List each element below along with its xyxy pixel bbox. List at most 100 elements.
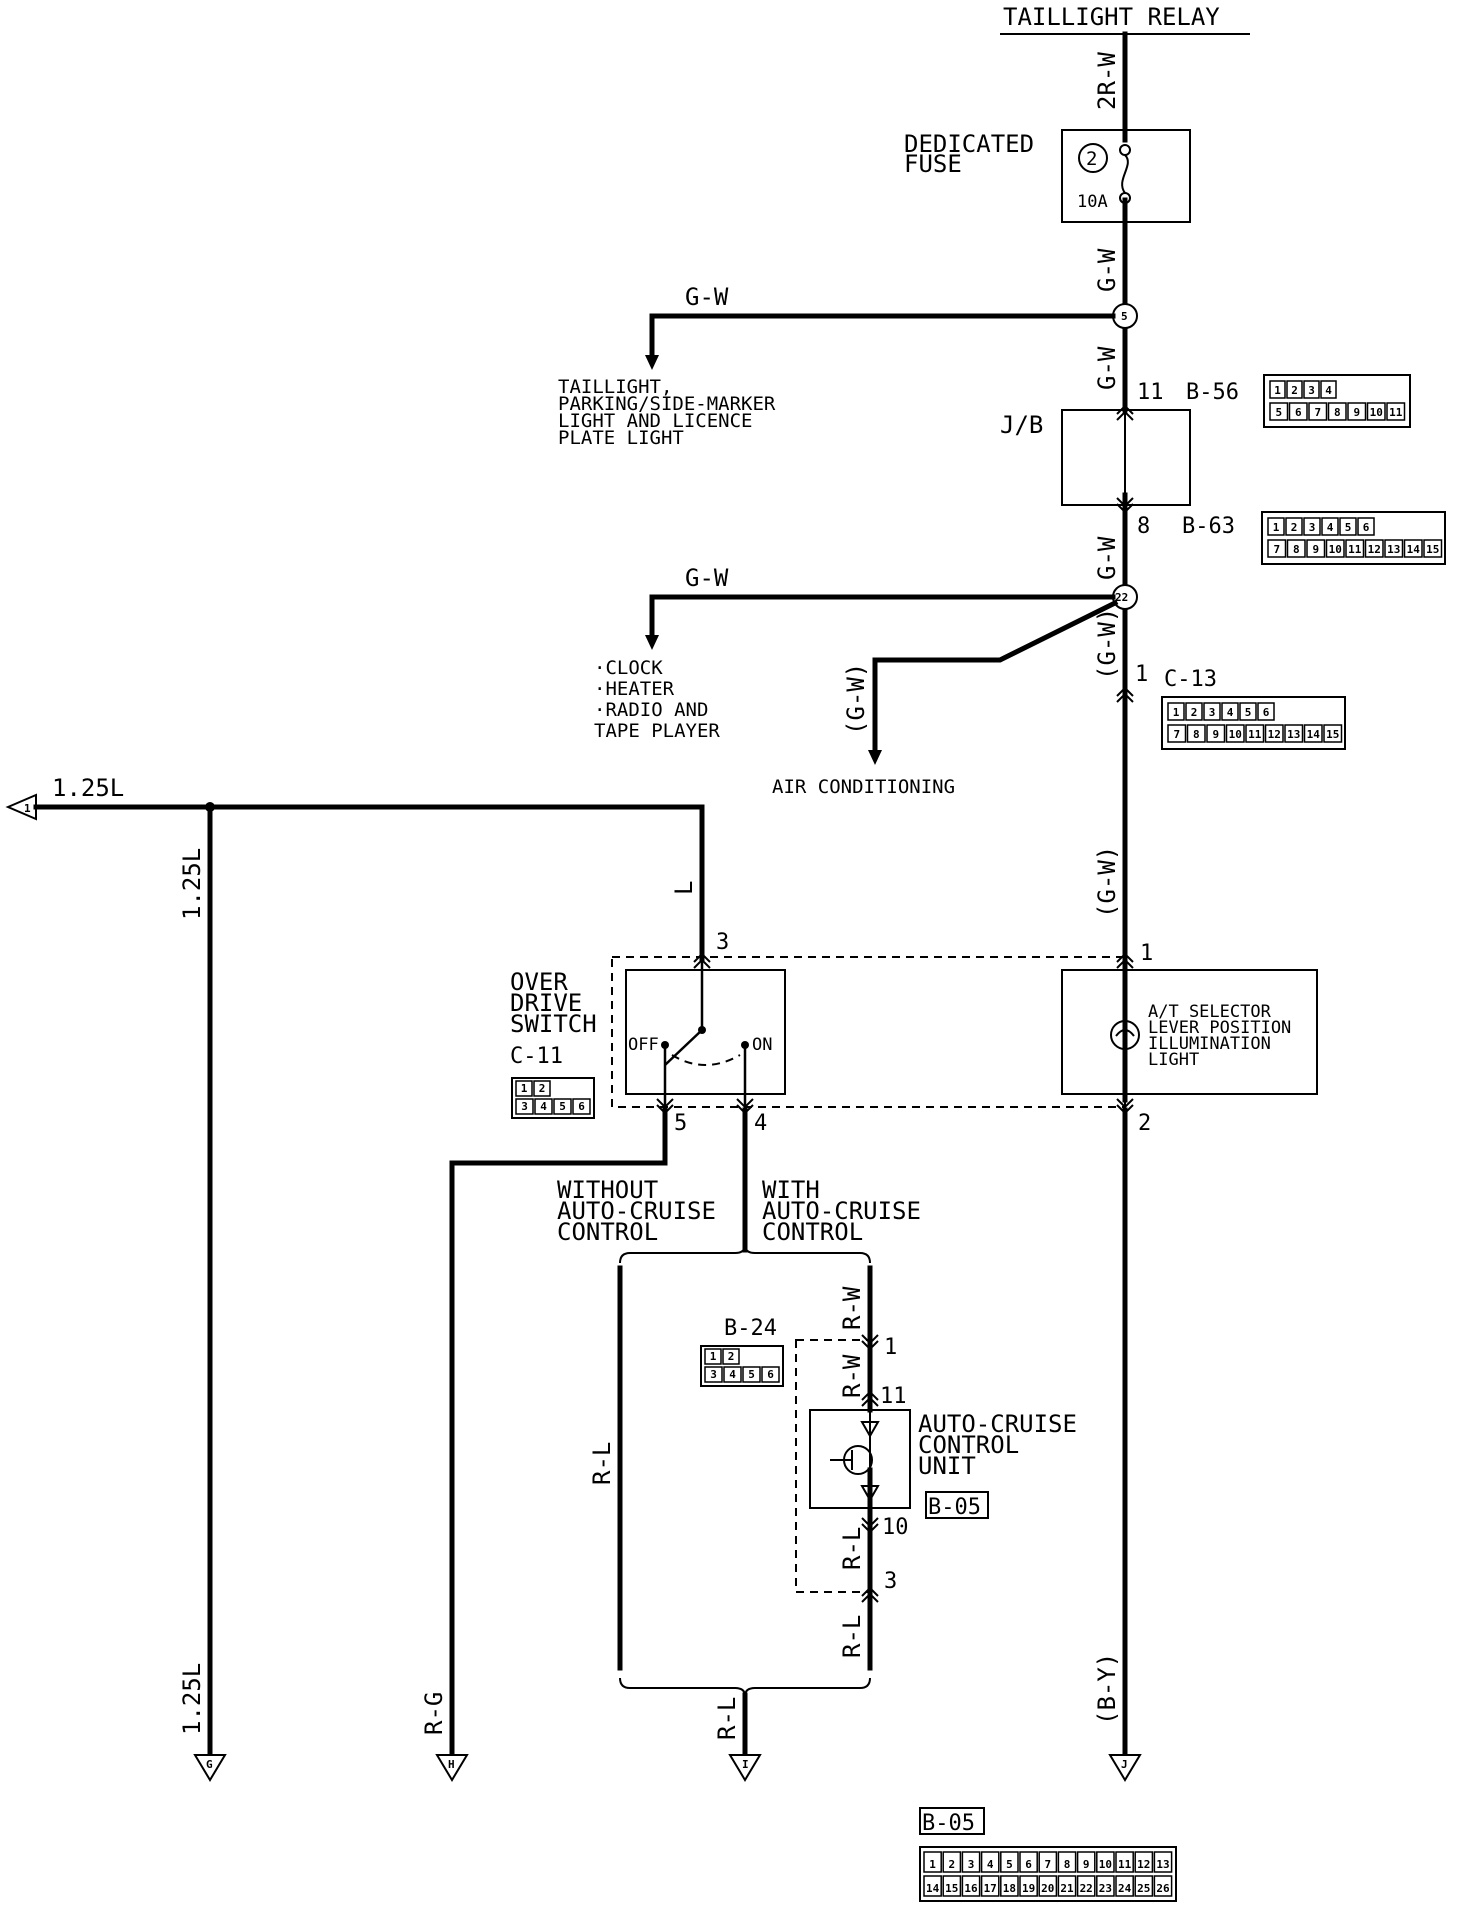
selector-label-4: LIGHT — [1148, 1050, 1199, 1070]
connector-b05-pin-label: 23 — [1099, 1882, 1112, 1895]
wire-label-r-w-2: R-W — [838, 1354, 866, 1398]
wire-label-aircon: (G-W) — [842, 663, 870, 735]
connector-b56-cell — [1366, 402, 1386, 421]
connector-b05-pin-label: 22 — [1080, 1882, 1093, 1895]
load-taillight-3: LIGHT AND LICENCE — [558, 410, 752, 432]
connector-b05-cell — [1057, 1875, 1077, 1897]
switch-on-label: ON — [752, 1035, 772, 1055]
wire-label-selector-in: (G-W) — [1093, 846, 1121, 918]
connector-b56-cell — [1303, 380, 1320, 399]
connector-b63-cell — [1403, 539, 1423, 558]
acc-label-1: AUTO-CRUISE — [918, 1410, 1077, 1438]
connector-b56-pin-label: 8 — [1334, 406, 1341, 419]
wire-label-to-i: R-L — [713, 1697, 741, 1740]
switch-pin-4: 4 — [754, 1111, 767, 1136]
option-bracket-top — [619, 1244, 871, 1264]
connector-b05-cell — [1115, 1875, 1134, 1897]
connector-b05-pin-label: 9 — [1083, 1858, 1090, 1871]
connector-c11-pin-label: 5 — [559, 1100, 566, 1113]
connector-b05-pin-label: 26 — [1156, 1882, 1170, 1895]
connector-c11-cell — [515, 1098, 534, 1115]
load-clock-1: ·CLOCK — [594, 657, 663, 679]
connector-b24-pin-label: 3 — [710, 1368, 717, 1381]
connector-b05-cell — [1038, 1875, 1058, 1897]
connector-b05-cell — [1096, 1851, 1115, 1873]
load-clock-3: ·RADIO AND — [594, 699, 708, 721]
connector-b63-cell — [1357, 517, 1375, 536]
connector-c11-cell — [515, 1080, 533, 1097]
selector-label-2: LEVER POSITION — [1148, 1018, 1291, 1038]
pin-mark-acc-10 — [861, 1517, 879, 1534]
b63-pin: 8 — [1137, 514, 1150, 539]
c13-pin: 1 — [1135, 662, 1148, 687]
wire-r-g — [449, 1107, 668, 1758]
acc-input-arrow — [860, 1421, 880, 1439]
connector-b05-pin-label: 13 — [1156, 1858, 1169, 1871]
variant-without-1: WITHOUT — [557, 1176, 658, 1204]
connector-b63-pin-label: 2 — [1291, 521, 1298, 534]
dashed-group-switch-selector — [611, 956, 1126, 1108]
connector-c11-cell — [572, 1098, 591, 1115]
connector-b56-cell — [1269, 402, 1289, 421]
connector-b63-cell — [1364, 539, 1384, 558]
connector-b05-pin-label: 11 — [1118, 1858, 1132, 1871]
connector-b56-pin-label: 4 — [1325, 384, 1332, 397]
pin-mark-b56 — [1116, 404, 1134, 421]
wire-1-25l-top — [33, 804, 705, 963]
connector-b56-cell — [1308, 402, 1328, 421]
connector-b24-cell — [723, 1366, 742, 1383]
connector-b56-cell — [1286, 380, 1303, 399]
connector-b63-pin-label: 9 — [1312, 543, 1319, 556]
connector-b05-cell — [980, 1851, 1000, 1873]
connector-c11-cell — [533, 1080, 551, 1097]
load-taillight-2: PARKING/SIDE-MARKER — [558, 393, 776, 415]
connector-c13-cell — [1206, 724, 1226, 743]
overdrive-switch-box — [625, 969, 786, 1095]
connector-b05-cell — [923, 1875, 942, 1897]
connector-b63-pin-label: 4 — [1327, 521, 1334, 534]
switch-pin-3: 3 — [716, 930, 729, 955]
connector-c13-pin-label: 2 — [1191, 706, 1198, 719]
connector-b05-pin-label: 16 — [964, 1882, 978, 1895]
connector-b24-pin-label: 4 — [729, 1368, 736, 1381]
connector-b63-cell — [1423, 539, 1443, 558]
terminal-g: G — [193, 1754, 227, 1782]
connector-c13-cell — [1245, 724, 1265, 743]
connector-b05-pin-label: 18 — [1003, 1882, 1016, 1895]
connector-b63-pin-label: 15 — [1426, 543, 1439, 556]
connector-b24-cell — [742, 1366, 761, 1383]
connector-b05-cell — [1096, 1875, 1115, 1897]
acc-label-3: UNIT — [918, 1452, 976, 1480]
connector-b63-pin-label: 12 — [1368, 543, 1381, 556]
connector-c13-cell — [1221, 702, 1239, 721]
connector-c13-cell — [1257, 702, 1275, 721]
connector-b56-cell — [1320, 380, 1337, 399]
pin-mark-c13 — [1116, 686, 1134, 703]
b24-code: B-24 — [724, 1316, 777, 1341]
connector-b05-cell — [942, 1851, 962, 1873]
wire-label-r-w-1: R-W — [838, 1286, 866, 1330]
variant-with-3: CONTROL — [762, 1218, 863, 1246]
connector-b05-cell — [961, 1851, 981, 1873]
fuse-contact-top — [1119, 144, 1131, 156]
connector-b56-pin-label: 1 — [1274, 384, 1281, 397]
wire-aircon-branch — [872, 599, 1119, 753]
connector-c13-pin-label: 4 — [1227, 706, 1234, 719]
connector-b24-pin-label: 1 — [710, 1350, 717, 1363]
pin-mark-b63 — [1116, 497, 1134, 514]
svg-text:J: J — [1121, 1758, 1128, 1771]
connector-c13-pin-label: 14 — [1307, 728, 1321, 741]
switch-label-3: SWITCH — [510, 1010, 597, 1038]
connector-b63-pin-label: 11 — [1348, 543, 1362, 556]
fuse-element — [1121, 154, 1129, 194]
connector-b63-cell — [1325, 539, 1345, 558]
switch-label-2: DRIVE — [510, 989, 582, 1017]
connector-b56-pin-label: 3 — [1308, 384, 1315, 397]
wire-label-g-w-2: G-W — [1093, 346, 1121, 390]
connector-b63-pin-label: 10 — [1329, 543, 1342, 556]
